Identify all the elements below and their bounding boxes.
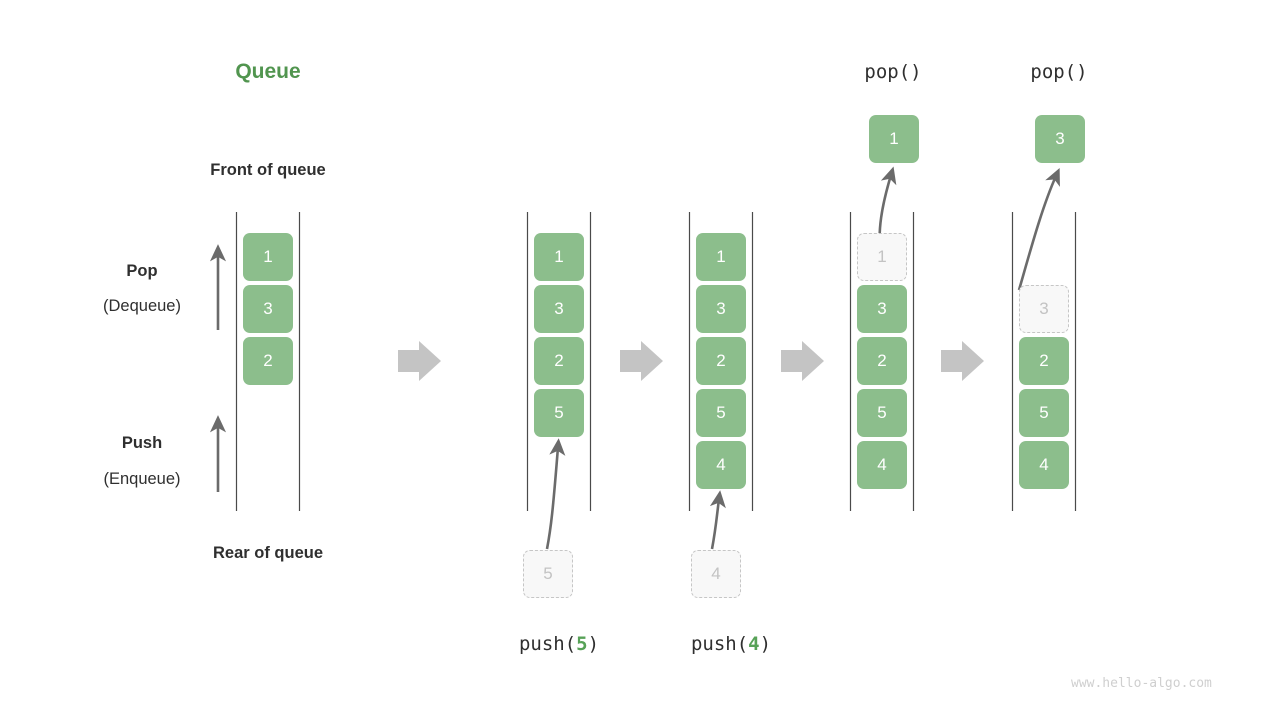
pop-label: Pop <box>126 262 158 280</box>
pop-3-arrow <box>1017 167 1060 291</box>
queue-cell[interactable]: 2 <box>243 337 293 385</box>
push-4-caption: push(4) <box>651 633 811 655</box>
queue-cell[interactable]: 5 <box>696 389 746 437</box>
front-of-queue-label: Front of queue <box>210 161 326 179</box>
pop-2-caption: pop() <box>1030 61 1088 83</box>
push-4-open-paren: ( <box>736 633 749 655</box>
watermark: www.hello-algo.com <box>1071 676 1212 691</box>
push-5-arrow <box>545 438 566 550</box>
step-arrow-1 <box>398 341 441 381</box>
queue-cell[interactable]: 1 <box>534 233 584 281</box>
queue-after-push-5: 1 3 2 5 <box>534 233 584 437</box>
step-arrow-2 <box>620 341 663 381</box>
popped-cell-3[interactable]: 3 <box>1035 115 1085 163</box>
queue-cell[interactable]: 2 <box>696 337 746 385</box>
queue-cell[interactable]: 1 <box>243 233 293 281</box>
queue-cell[interactable]: 2 <box>857 337 907 385</box>
queue-after-pop-3: 3 2 5 4 <box>1019 285 1069 489</box>
pop-1-caption: pop() <box>864 61 922 83</box>
push-sublabel: (Enqueue) <box>103 470 181 488</box>
push-4-close-paren: ) <box>759 633 772 655</box>
queue-cell[interactable]: 3 <box>857 285 907 333</box>
push-5-open-paren: ( <box>564 633 577 655</box>
push-4-arrow <box>709 490 726 550</box>
page-title: Queue <box>235 60 301 83</box>
queue-cell[interactable]: 1 <box>696 233 746 281</box>
incoming-ghost-cell-5[interactable]: 5 <box>523 550 573 598</box>
push-5-caption: push(5) <box>479 633 639 655</box>
queue-cell[interactable]: 3 <box>696 285 746 333</box>
push-label: Push <box>121 434 163 452</box>
queue-after-push-4: 1 3 2 5 4 <box>696 233 746 489</box>
pop-sublabel: (Dequeue) <box>103 297 181 315</box>
popped-cell-1[interactable]: 1 <box>869 115 919 163</box>
queue-rails <box>235 212 1077 511</box>
rear-of-queue-label: Rear of queue <box>212 544 324 562</box>
push-5-fn-name: push <box>518 633 565 655</box>
queue-initial: 1 3 2 <box>243 233 293 385</box>
queue-cell[interactable]: 5 <box>1019 389 1069 437</box>
queue-cell[interactable]: 4 <box>1019 441 1069 489</box>
step-arrow-3 <box>781 341 824 381</box>
push-4-argument: 4 <box>748 633 760 655</box>
queue-cell[interactable]: 5 <box>857 389 907 437</box>
queue-after-pop-1: 1 3 2 5 4 <box>857 233 907 489</box>
push-4-fn-name: push <box>690 633 737 655</box>
queue-cell-ghost[interactable]: 1 <box>857 233 907 281</box>
queue-cell[interactable]: 5 <box>534 389 584 437</box>
queue-cell[interactable]: 3 <box>243 285 293 333</box>
queue-cell[interactable]: 2 <box>534 337 584 385</box>
step-arrow-4 <box>941 341 984 381</box>
incoming-ghost-cell-4[interactable]: 4 <box>691 550 741 598</box>
queue-cell[interactable]: 4 <box>696 441 746 489</box>
push-5-argument: 5 <box>576 633 588 655</box>
queue-cell-ghost[interactable]: 3 <box>1019 285 1069 333</box>
queue-cell[interactable]: 2 <box>1019 337 1069 385</box>
queue-cell[interactable]: 4 <box>857 441 907 489</box>
push-5-close-paren: ) <box>587 633 600 655</box>
queue-cell[interactable]: 3 <box>534 285 584 333</box>
